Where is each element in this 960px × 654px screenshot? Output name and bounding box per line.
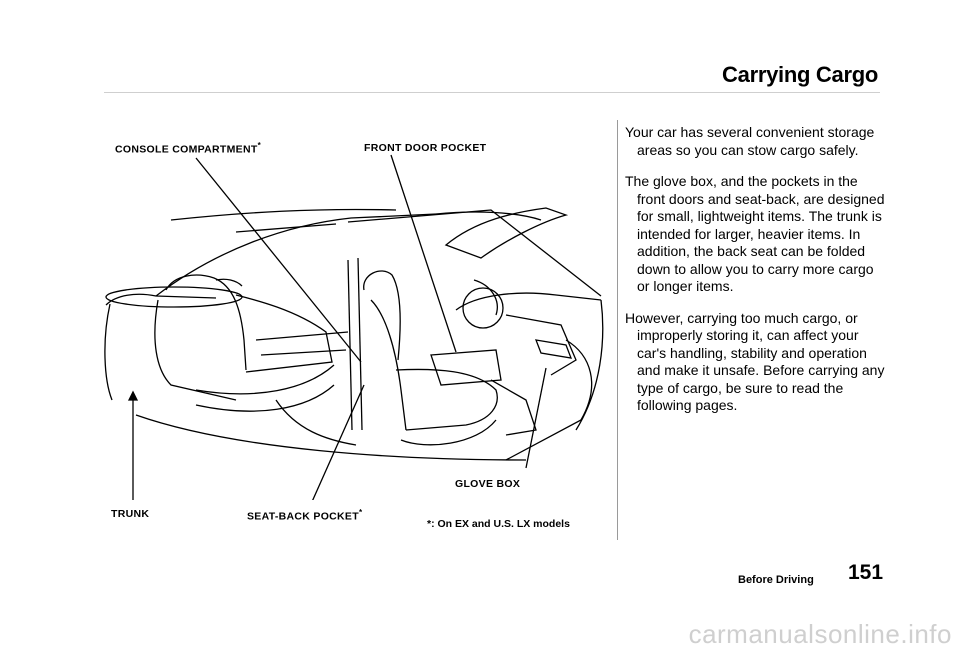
page-number: 151	[848, 561, 884, 584]
paragraph: The glove box, and the pockets in the fr…	[625, 173, 885, 294]
callout-front-door-pocket: FRONT DOOR POCKET	[364, 142, 487, 154]
callout-console-compartment: CONSOLE COMPARTMENT*	[115, 141, 262, 156]
footer-section-label: Before Driving	[738, 574, 814, 586]
column-divider	[617, 120, 618, 540]
asterisk-marker: *	[257, 141, 262, 150]
watermark: carmanualsonline.info	[688, 619, 952, 649]
body-text: Your car has several convenient storage …	[625, 124, 887, 429]
car-interior-illustration	[104, 154, 604, 500]
paragraph: Your car has several convenient storage …	[625, 124, 875, 158]
page-title: Carrying Cargo	[722, 62, 878, 87]
figure-footnote: *: On EX and U.S. LX models	[427, 518, 570, 530]
paragraph: However, carrying too much cargo, or imp…	[625, 309, 885, 414]
asterisk-marker: *	[358, 508, 363, 517]
callout-trunk: TRUNK	[111, 508, 150, 520]
callout-seat-back-pocket: SEAT-BACK POCKET*	[247, 508, 363, 523]
callout-glove-box: GLOVE BOX	[455, 478, 521, 490]
title-rule	[104, 92, 880, 93]
